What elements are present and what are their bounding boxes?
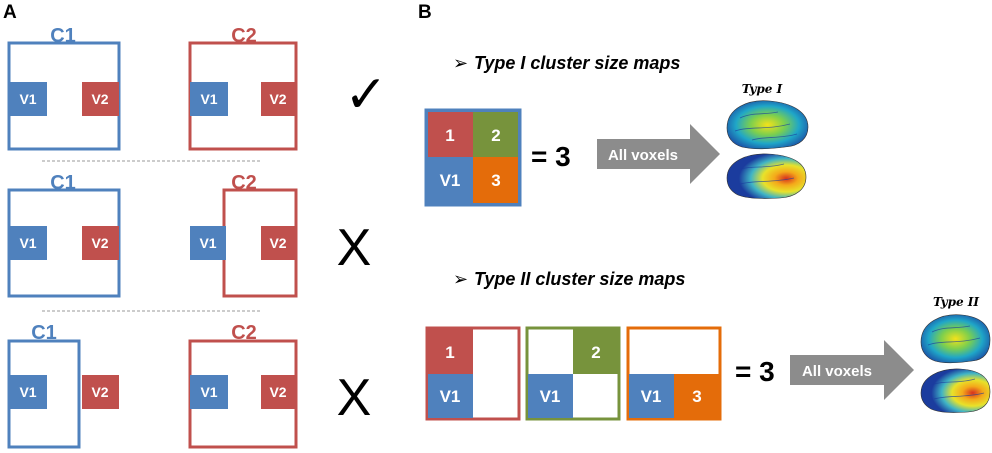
v2-square — [82, 82, 119, 116]
equals-three: = 3 — [735, 356, 775, 387]
v1-label: V1 — [200, 384, 217, 400]
equals-three: = 3 — [531, 141, 571, 172]
panel-a-row-1: C1 V1 V2 C2 V1 V2 ✓ — [7, 25, 388, 151]
v1-square — [9, 375, 47, 409]
cell-3-label: 3 — [491, 171, 500, 190]
v2-label: V2 — [269, 91, 286, 107]
type1-cluster-grid: 1 2 V1 3 — [424, 108, 522, 207]
brain-gyri — [736, 163, 795, 185]
cell-2-label: 2 — [491, 126, 500, 145]
panel-a-label: A — [3, 2, 17, 23]
brain-medial-icon — [726, 153, 807, 199]
type2-cluster-grid-red: 1 V1 — [425, 326, 521, 421]
c1-label: C1 — [31, 322, 57, 344]
cell-3 — [674, 374, 719, 418]
panel-a-row-2: C1 V1 V2 C2 V1 V2 X — [7, 172, 372, 298]
v1-square — [190, 82, 228, 116]
v2-square — [82, 375, 119, 409]
all-voxels-label: All voxels — [802, 363, 872, 380]
brain-lateral-icon — [920, 314, 991, 364]
cell-v1 — [428, 374, 473, 418]
v1-label: V1 — [19, 235, 36, 251]
v2-square — [82, 226, 119, 260]
cell-1-label: 1 — [445, 126, 454, 145]
brain-gyri — [734, 111, 798, 141]
c2-label: C2 — [231, 322, 257, 344]
all-voxels-label: All voxels — [608, 147, 678, 164]
v2-label: V2 — [269, 235, 286, 251]
cell-2 — [473, 112, 518, 157]
cell-v1-label: V1 — [641, 387, 662, 406]
brain-gyri — [930, 378, 985, 400]
cell-1 — [428, 329, 473, 374]
cell-v1-label: V1 — [540, 387, 561, 406]
v2-label: V2 — [269, 384, 286, 400]
v1-square — [190, 226, 226, 260]
cell-v1 — [528, 374, 573, 418]
cell-3 — [473, 157, 518, 203]
v1-label: V1 — [19, 384, 36, 400]
type2-brain-label: Type II — [933, 295, 979, 309]
type1-heading: Type I cluster size maps — [474, 53, 680, 73]
v1-square — [9, 82, 47, 116]
v1-square — [9, 226, 47, 260]
type2-cluster-grid-green: 2 V1 — [525, 326, 621, 421]
v2-label: V2 — [91, 235, 108, 251]
cell-1-label: 1 — [445, 343, 454, 362]
type2-cluster-grid-orange: V1 3 — [626, 326, 722, 421]
type2-heading: Type II cluster size maps — [474, 269, 685, 289]
cell-3-label: 3 — [692, 387, 701, 406]
cell-v1 — [428, 157, 473, 203]
check-mark-icon: ✓ — [344, 65, 388, 125]
panel-a-row-3: C1 V1 V2 C2 V1 V2 X — [7, 322, 372, 449]
v1-label: V1 — [200, 91, 217, 107]
cell-v1-label: V1 — [440, 387, 461, 406]
v1-square — [190, 375, 228, 409]
v2-square — [261, 82, 296, 116]
brain-gyri — [927, 325, 981, 346]
v2-square — [261, 375, 296, 409]
type1-brain-label: Type I — [742, 82, 783, 96]
cell-2 — [573, 329, 618, 374]
cross-mark-icon: X — [337, 369, 372, 427]
panel-b-label: B — [418, 2, 432, 23]
brain-medial-icon — [920, 368, 991, 413]
brain-lateral-icon — [726, 100, 809, 150]
bullet-arrow-icon: ➢ — [453, 269, 468, 289]
bullet-arrow-icon: ➢ — [453, 53, 468, 73]
cell-1 — [428, 112, 473, 157]
v2-label: V2 — [91, 384, 108, 400]
v1-label: V1 — [19, 91, 36, 107]
v1-label: V1 — [199, 235, 216, 251]
v2-label: V2 — [91, 91, 108, 107]
cell-v1-label: V1 — [440, 171, 461, 190]
v2-square — [261, 226, 296, 260]
cross-mark-icon: X — [337, 219, 372, 277]
all-voxels-arrow — [790, 340, 914, 400]
cell-2-label: 2 — [591, 343, 600, 362]
cell-v1 — [629, 374, 674, 418]
all-voxels-arrow — [597, 124, 720, 184]
